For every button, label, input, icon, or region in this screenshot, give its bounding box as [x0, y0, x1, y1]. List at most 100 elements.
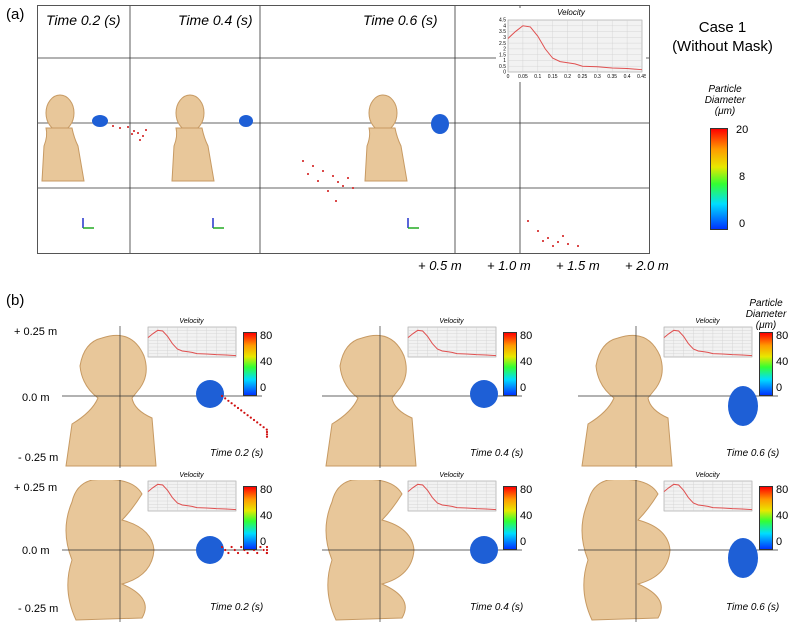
particle-red [246, 414, 249, 417]
colorbar-b-tick: 80 [776, 330, 789, 342]
particle-red [259, 423, 262, 426]
particle-red [230, 545, 233, 549]
colorbar-a-tick-max: 20 [736, 124, 749, 136]
time-label-b: Time 0.4 (s) [470, 448, 524, 459]
human-model-1 [41, 94, 85, 182]
velocity-ytick-label: 3 [503, 35, 506, 41]
b-ylabel-2: 0.0 m [22, 392, 50, 404]
velocity-ytick-label: 0.5 [499, 64, 506, 70]
velocity-inset-b-title: Velocity [695, 472, 720, 479]
colorbar-b-tick: 0 [260, 536, 267, 548]
particle-red [256, 551, 259, 555]
colorbar-b-title-1: Particle [749, 298, 783, 309]
human-side-view [325, 334, 417, 467]
colorbar-a-title-3: (μm) [714, 106, 736, 117]
particle-cloud [470, 536, 498, 564]
axis-triad-2 [212, 218, 224, 229]
particle-red [265, 545, 269, 549]
velocity-series-line [507, 25, 643, 71]
velocity-xtick-label: 0.35 [607, 74, 617, 80]
subpanel-scene [322, 480, 522, 622]
distance-label-4: + 2.0 m [625, 258, 669, 273]
velocity-inset-a-title: Velocity [557, 8, 585, 17]
velocity-xtick-label: 0.25 [578, 74, 588, 80]
velocity-inset-b-title: Velocity [179, 318, 204, 325]
colorbar-b-tick: 0 [520, 536, 527, 548]
particle-red [262, 426, 265, 429]
colorbar-a-tick-mid: 8 [739, 171, 746, 183]
colorbar-b-tick: 80 [520, 484, 533, 496]
velocity-inset-b: Velocity [660, 472, 755, 514]
time-label-a-2: Time 0.4 (s) [178, 12, 253, 28]
colorbar-b-title-2: Diameter [745, 309, 787, 320]
particle-red [220, 394, 224, 398]
velocity-xtick-label: 0.05 [518, 74, 528, 80]
particle-red [243, 411, 246, 414]
velocity-ytick-label: 2.5 [499, 41, 506, 47]
subpanel-scene [62, 326, 269, 468]
colorbar-a-title-2: Diameter [704, 95, 746, 106]
velocity-xtick-label: 0.3 [594, 74, 601, 80]
colorbar-b-tick: 80 [776, 484, 789, 496]
time-label-b: Time 0.4 (s) [470, 602, 524, 613]
particle-red [249, 416, 252, 419]
panel-a-scene [38, 6, 649, 253]
particle-red [265, 435, 269, 438]
velocity-ytick-label: 3.5 [499, 29, 506, 35]
colorbar-b [243, 332, 257, 396]
subpanel-scene [578, 326, 778, 468]
velocity-chart-b [147, 480, 237, 512]
particle-red [259, 545, 262, 549]
distance-label-2: + 1.0 m [487, 258, 531, 273]
particle-spray-3 [527, 220, 579, 247]
velocity-inset-b-title: Velocity [439, 472, 464, 479]
particle-cloud-3 [431, 114, 449, 134]
colorbar-b-title: Particle Diameter (μm) [742, 298, 790, 331]
particle-red [252, 418, 256, 422]
colorbar-b-tick: 40 [260, 356, 273, 368]
colorbar-b-tick: 40 [260, 510, 273, 522]
velocity-chart-b [147, 326, 237, 358]
velocity-inset-b: Velocity [660, 318, 755, 360]
colorbar-b [759, 332, 773, 396]
particle-red [265, 551, 269, 555]
particle-spray-1 [112, 125, 147, 141]
b-ylabel-3: - 0.25 m [18, 452, 59, 464]
particle-spray-2 [302, 160, 354, 202]
velocity-inset-b-title: Velocity [439, 318, 464, 325]
velocity-chart-b [407, 480, 497, 512]
velocity-series-line [407, 483, 497, 511]
velocity-inset-b: Velocity [404, 318, 499, 360]
colorbar-b-tick: 40 [520, 356, 533, 368]
colorbar-b-tick: 0 [776, 382, 783, 394]
particle-red [230, 402, 233, 405]
colorbar-b [243, 486, 257, 550]
particle-red [224, 548, 227, 552]
particle-cloud-1 [92, 115, 108, 127]
particle-red [236, 551, 240, 555]
particle-red [233, 548, 236, 552]
colorbar-b-tick: 40 [776, 510, 789, 522]
time-label-b: Time 0.6 (s) [726, 448, 780, 459]
case-title: Case 1 [698, 19, 747, 36]
velocity-chart-b [663, 326, 753, 358]
colorbar-a-title: Particle Diameter (μm) [690, 84, 760, 117]
particle-red [224, 397, 227, 400]
velocity-series-line [147, 483, 237, 511]
colorbar-b [503, 486, 517, 550]
particle-red [256, 421, 259, 424]
velocity-chart-b [663, 480, 753, 512]
particle-red [265, 433, 269, 436]
velocity-series-line [663, 329, 753, 357]
velocity-series-line [663, 483, 753, 511]
colorbar-b-tick: 40 [776, 356, 789, 368]
particle-red [246, 551, 249, 555]
colorbar-b-tick: 0 [520, 382, 527, 394]
particle-red [220, 545, 224, 549]
particle-red [227, 399, 230, 402]
velocity-xtick-label: 0.45 [637, 74, 646, 80]
